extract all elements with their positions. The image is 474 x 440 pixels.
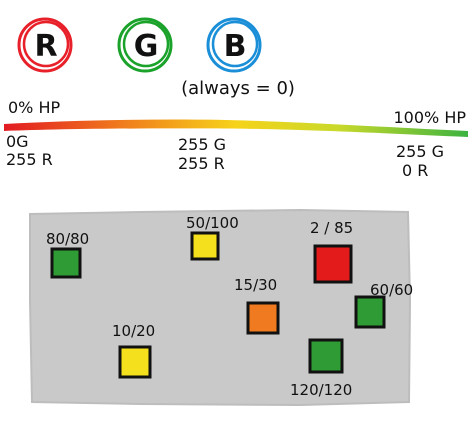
unit-layer: 80/80 50/100 2 / 85 15/30 60/60 10/20 12… bbox=[46, 214, 413, 399]
gradient-start-label: 0% HP bbox=[8, 98, 61, 117]
channel-g-ring-inner bbox=[122, 20, 170, 68]
channel-b: B bbox=[206, 17, 262, 73]
unit-hp-label: 120/120 bbox=[290, 381, 352, 399]
unit-hp-label: 10/20 bbox=[112, 322, 155, 340]
unit-square bbox=[308, 338, 344, 374]
channel-r-ring bbox=[17, 17, 73, 73]
unit: 60/60 bbox=[354, 281, 413, 329]
unit-square bbox=[246, 301, 280, 335]
unit-hp-label: 50/100 bbox=[186, 214, 239, 232]
unit: 2 / 85 bbox=[310, 219, 353, 284]
unit-square bbox=[354, 295, 386, 329]
unit-hp-label: 15/30 bbox=[234, 276, 277, 294]
gradient-stop-right-line1: 255 G bbox=[396, 142, 444, 161]
unit-square bbox=[313, 244, 353, 284]
gradient-stop-left-line1: 0G bbox=[6, 132, 29, 151]
channel-g-letter: G bbox=[134, 29, 159, 64]
unit: 15/30 bbox=[234, 276, 280, 335]
gradient-stop-mid-line2: 255 R bbox=[178, 154, 225, 173]
unit-square bbox=[118, 345, 152, 379]
unit-hp-label: 80/80 bbox=[46, 230, 89, 248]
unit-hp-label: 60/60 bbox=[370, 281, 413, 299]
unit: 80/80 bbox=[46, 230, 89, 279]
unit-hp-label: 2 / 85 bbox=[310, 219, 353, 237]
channel-b-ring-inner bbox=[211, 20, 259, 68]
channel-r-letter: R bbox=[34, 29, 57, 64]
gradient-stop-mid-line1: 255 G bbox=[178, 135, 226, 154]
gradient-stop-right-line2: 0 R bbox=[402, 161, 428, 180]
channel-b-letter: B bbox=[224, 29, 247, 64]
channel-r: R bbox=[17, 17, 73, 73]
hp-gradient-bar bbox=[4, 119, 468, 137]
channel-g: G bbox=[117, 17, 173, 73]
unit-square bbox=[190, 231, 220, 261]
unit-square bbox=[50, 247, 82, 279]
channel-g-ring bbox=[117, 17, 173, 73]
channel-b-ring bbox=[206, 17, 262, 73]
unit: 120/120 bbox=[290, 338, 352, 399]
gradient-stop-left-line2: 255 R bbox=[6, 150, 53, 169]
blue-note: (always = 0) bbox=[181, 78, 295, 99]
unit: 10/20 bbox=[112, 322, 155, 379]
channel-r-ring-inner bbox=[22, 20, 70, 68]
gradient-end-label: 100% HP bbox=[393, 108, 466, 127]
unit: 50/100 bbox=[186, 214, 239, 261]
